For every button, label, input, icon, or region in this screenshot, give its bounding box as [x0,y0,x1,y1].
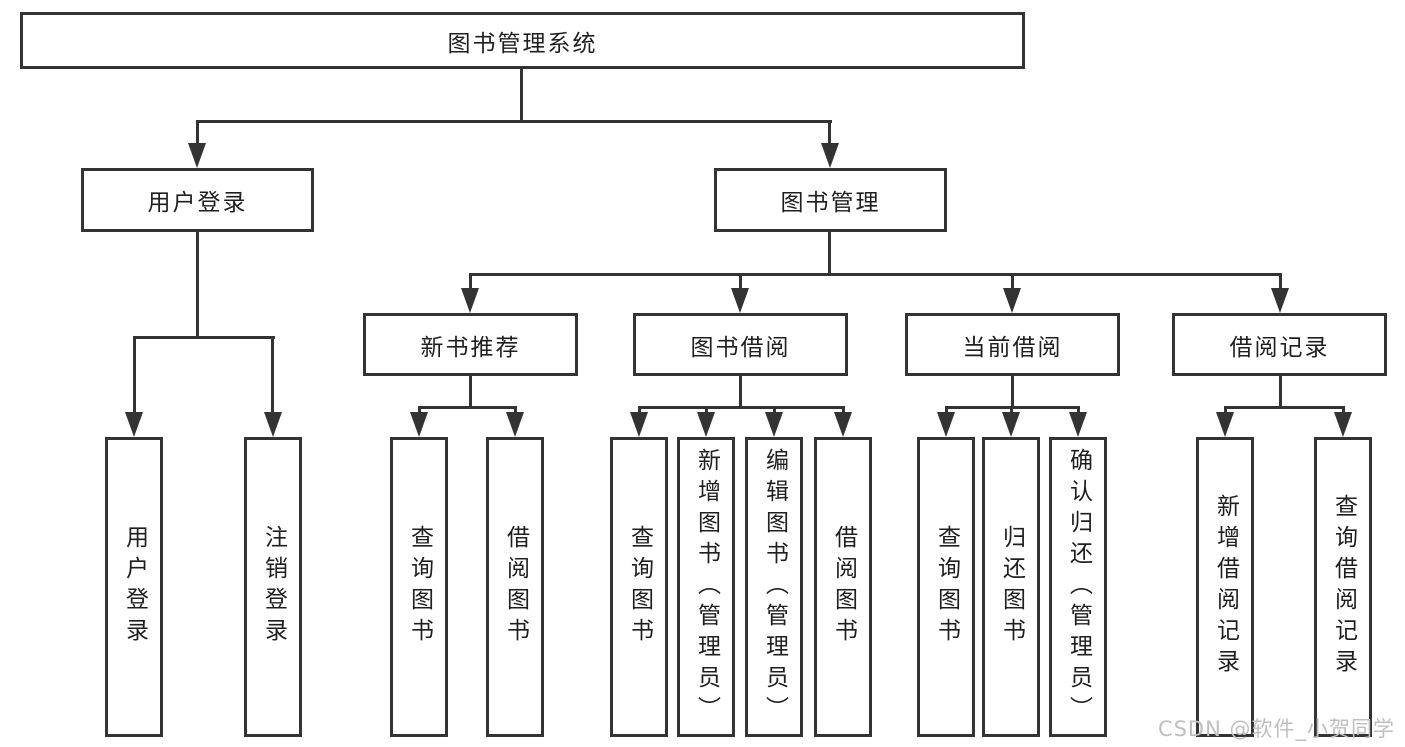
leaf-confirm-return-admin: 确认归还（管理员） [1049,437,1107,737]
leaf-logout: 注销登录 [244,437,302,737]
connector-line [1011,376,1014,406]
connector-line [638,406,641,415]
connector-line [196,120,832,123]
connector-line [1077,406,1080,415]
arrowhead-icon [1003,288,1021,313]
connector-line [1010,406,1013,415]
connector-line [469,273,472,291]
leaf-edit-books-admin-label: 编辑图书（管理员） [761,447,788,727]
node-book-management-label: 图书管理 [780,190,881,216]
node-library-system-label: 图书管理系统 [447,30,598,57]
arrowhead-icon [630,412,648,437]
connector-line [133,336,275,339]
node-library-system: 图书管理系统 [20,12,1025,69]
connector-line [133,336,136,415]
leaf-search-books-current: 查询图书 [917,437,975,737]
arrowhead-icon [506,412,524,437]
connector-line [945,406,948,415]
connector-line [1011,273,1014,291]
leaf-search-books-borrowing: 查询图书 [610,437,668,737]
leaf-add-books-admin: 新增图书（管理员） [677,437,735,737]
arrowhead-icon [937,412,955,437]
arrowhead-icon [188,143,206,168]
arrowhead-icon [125,412,143,437]
leaf-borrow-books-borrowing: 借阅图书 [814,437,872,737]
leaf-search-books-current-label: 查询图书 [933,525,960,649]
leaf-confirm-return-admin-label: 确认归还（管理员） [1065,447,1092,727]
connector-line [828,232,831,273]
arrowhead-icon [264,412,282,437]
connector-line [271,336,274,415]
node-book-management: 图书管理 [714,168,947,232]
arrowhead-icon [1002,412,1020,437]
node-current-borrowing-label: 当前借阅 [962,334,1063,361]
leaf-add-books-admin-label: 新增图书（管理员） [693,447,720,727]
leaf-borrow-books-recommend: 借阅图书 [486,437,544,737]
node-borrowing-records-label: 借阅记录 [1229,334,1330,361]
csdn-watermark: CSDN @软件_小贺同学 [1157,717,1395,741]
leaf-borrow-books-recommend-label: 借阅图书 [502,525,529,649]
connector-line [1279,376,1282,406]
arrowhead-icon [1271,288,1289,313]
connector-line [418,406,516,409]
leaf-borrow-books-borrowing-label: 借阅图书 [830,525,857,649]
node-borrowing-records: 借阅记录 [1172,313,1387,376]
connector-line [739,273,742,291]
arrowhead-icon [1069,412,1087,437]
arrowhead-icon [821,143,839,168]
arrowhead-icon [697,412,715,437]
leaf-add-borrow-record-label: 新增借阅记录 [1212,494,1239,680]
node-user-login: 用户登录 [81,168,314,232]
arrowhead-icon [410,412,428,437]
node-user-login-label: 用户登录 [147,190,248,216]
leaf-search-books-borrowing-label: 查询图书 [626,525,653,649]
connector-line [196,120,199,148]
connector-line [514,406,517,415]
leaf-search-books-recommend: 查询图书 [390,437,448,737]
node-book-borrowing-label: 图书借阅 [690,334,791,361]
arrowhead-icon [765,412,783,437]
leaf-search-borrow-record: 查询借阅记录 [1314,437,1372,737]
node-new-book-recommendation: 新书推荐 [363,313,578,376]
leaf-return-books-label: 归还图书 [998,525,1025,649]
connector-line [469,273,1282,276]
leaf-logout-label: 注销登录 [260,525,287,649]
node-new-book-recommendation-label: 新书推荐 [420,334,521,361]
connector-line [828,120,831,148]
connector-line [520,69,523,120]
arrowhead-icon [834,412,852,437]
leaf-user-login: 用户登录 [105,437,163,737]
connector-line [469,376,472,406]
connector-line [1224,406,1345,409]
leaf-user-login-label: 用户登录 [121,525,148,649]
arrowhead-icon [461,288,479,313]
node-book-borrowing: 图书借阅 [633,313,848,376]
arrowhead-icon [731,288,749,313]
connector-line [773,406,776,415]
connector-line [1224,406,1227,415]
connector-line [739,376,742,406]
connector-line [418,406,421,415]
arrowhead-icon [1216,412,1234,437]
connector-line [638,406,845,409]
leaf-add-borrow-record: 新增借阅记录 [1196,437,1254,737]
connector-line [1342,406,1345,415]
arrowhead-icon [1334,412,1352,437]
leaf-edit-books-admin: 编辑图书（管理员） [745,437,803,737]
connector-line [842,406,845,415]
connector-line [705,406,708,415]
connector-line [196,232,199,336]
leaf-search-books-recommend-label: 查询图书 [406,525,433,649]
node-current-borrowing: 当前借阅 [905,313,1120,376]
connector-line [1279,273,1282,291]
leaf-search-borrow-record-label: 查询借阅记录 [1330,494,1357,680]
leaf-return-books: 归还图书 [982,437,1040,737]
